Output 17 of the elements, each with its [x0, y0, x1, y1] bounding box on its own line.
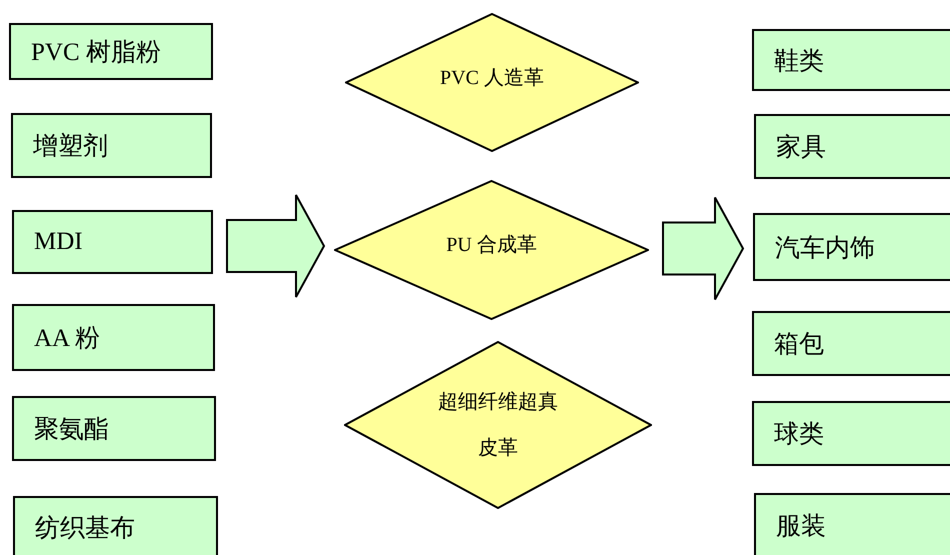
material-box: 增塑剂: [11, 113, 212, 178]
application-box: 汽车内饰: [753, 213, 950, 281]
material-box: AA 粉: [12, 304, 215, 371]
material-box: 聚氨酯: [12, 396, 216, 461]
block-arrow: [226, 194, 326, 298]
product-diamond: PVC 人造革: [345, 13, 639, 152]
material-box: PVC 树脂粉: [9, 23, 213, 80]
application-box: 家具: [754, 114, 950, 179]
application-box: 球类: [752, 401, 950, 466]
material-box: MDI: [12, 210, 213, 274]
application-box: 服装: [754, 493, 950, 555]
block-arrow: [662, 196, 744, 300]
product-diamond: 超细纤维超真皮革: [344, 341, 652, 509]
application-box: 箱包: [752, 311, 950, 376]
material-box: 纺织基布: [13, 496, 218, 555]
product-diamond: PU 合成革: [334, 180, 649, 320]
application-box: 鞋类: [752, 29, 950, 91]
